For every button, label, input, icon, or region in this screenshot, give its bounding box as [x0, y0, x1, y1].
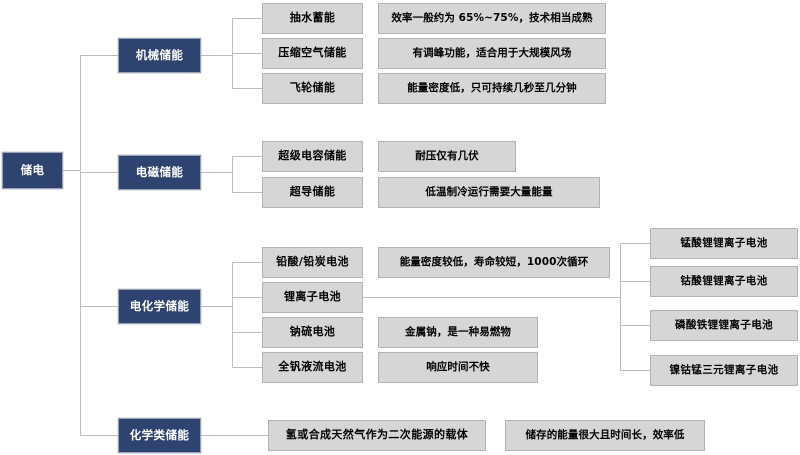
leaf-node-lithium-ion[interactable]: 锂离子电池: [262, 282, 363, 313]
sub-node-lithium-iron-phosphate[interactable]: 磷酸铁锂锂离子电池: [650, 310, 798, 341]
desc-node-supercapacitor: 耐压仅有几伏: [378, 141, 516, 172]
desc-node-flywheel: 能量密度低，只可持续几秒至几分钟: [378, 73, 606, 104]
leaf-node-compressed-air[interactable]: 压缩空气储能: [262, 38, 363, 69]
branch-node-electromagnetic-storage[interactable]: 电磁储能: [118, 155, 201, 190]
leaf-node-lead-acid[interactable]: 铅酸/铅炭电池: [262, 247, 363, 278]
leaf-node-superconducting[interactable]: 超导储能: [262, 177, 363, 208]
leaf-node-vanadium-flow[interactable]: 全钒液流电池: [262, 352, 363, 383]
sub-node-lithium-cobaltate[interactable]: 钴酸锂锂离子电池: [650, 266, 798, 297]
desc-node-hydrogen-sng: 储存的能量很大且时间长，效率低: [505, 420, 705, 451]
leaf-node-sodium-sulfur[interactable]: 钠硫电池: [262, 317, 363, 348]
desc-node-sodium-sulfur: 金属钠，是一种易燃物: [378, 317, 538, 348]
leaf-node-flywheel[interactable]: 飞轮储能: [262, 73, 363, 104]
sub-node-nmc-ternary[interactable]: 镍钴锰三元锂离子电池: [650, 355, 798, 386]
branch-node-electrochemical-storage[interactable]: 电化学储能: [118, 289, 201, 324]
desc-node-lead-acid: 能量密度较低，寿命较短，1000次循环: [378, 247, 610, 278]
desc-node-compressed-air: 有调峰功能，适合用于大规模风场: [378, 38, 606, 69]
desc-node-vanadium-flow: 响应时间不快: [378, 352, 538, 383]
leaf-node-hydrogen-sng[interactable]: 氢或合成天然气作为二次能源的载体: [268, 420, 486, 451]
root-node-store-electricity[interactable]: 储电: [2, 152, 63, 189]
desc-node-superconducting: 低温制冷运行需要大量能量: [378, 177, 600, 208]
branch-node-chemical-storage[interactable]: 化学类储能: [118, 418, 201, 453]
desc-node-pumped-hydro: 效率一般约为 65%~75%，技术相当成熟: [378, 3, 606, 34]
leaf-node-supercapacitor[interactable]: 超级电容储能: [262, 141, 363, 172]
branch-node-mechanical-storage[interactable]: 机械储能: [118, 38, 201, 73]
sub-node-lithium-manganate[interactable]: 锰酸锂锂离子电池: [650, 228, 798, 259]
leaf-node-pumped-hydro[interactable]: 抽水蓄能: [262, 3, 363, 34]
